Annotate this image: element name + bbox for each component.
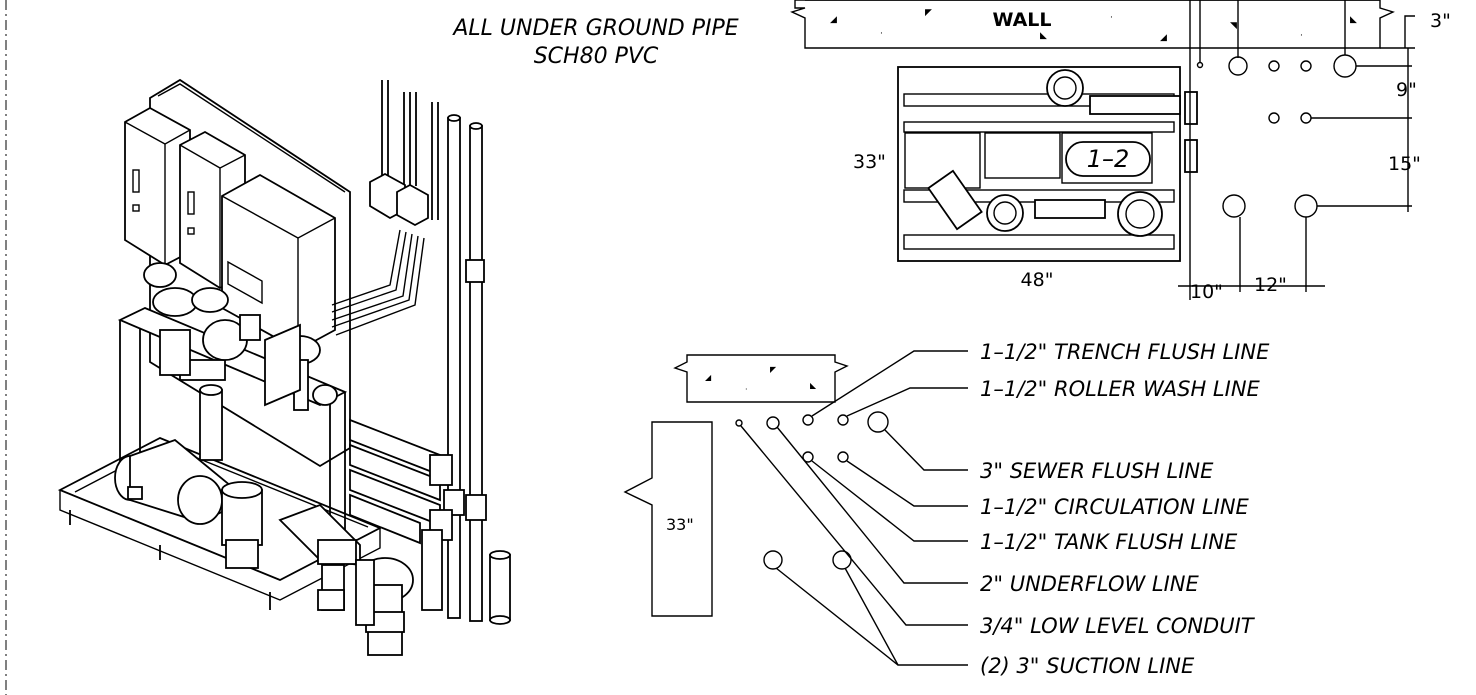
callout-tank-flush: 1–1/2" TANK FLUSH LINE <box>980 530 1238 554</box>
dim-unit-depth: 33" <box>853 151 886 173</box>
tank-section <box>623 421 713 617</box>
dim-wall-offset: 3" <box>1430 10 1451 32</box>
note-line-1: ALL UNDER GROUND PIPE <box>451 16 738 41</box>
equipment-isometric-drawing <box>57 78 511 656</box>
dim-col-2: 12" <box>1254 274 1287 296</box>
callout-circulation: 1–1/2" CIRCULATION LINE <box>980 495 1250 519</box>
dim-section-depth: 33" <box>666 515 694 534</box>
plan-view: ◢ · ◤ ◣ · ◢ ◥ · ◣ WALL 3" 1–2 33" 48" <box>790 0 1451 303</box>
unit-tag: 1–2 <box>1087 145 1130 173</box>
svg-text:·: · <box>745 385 748 394</box>
callout-suction: (2) 3" SUCTION LINE <box>980 654 1195 678</box>
dim-unit-width: 48" <box>1021 269 1054 291</box>
svg-text:◣: ◣ <box>1040 31 1047 41</box>
svg-text:·: · <box>1300 31 1303 41</box>
callout-underflow: 2" UNDERFLOW LINE <box>980 572 1200 596</box>
svg-text:◥: ◥ <box>1230 21 1237 31</box>
svg-text:·: · <box>880 29 883 39</box>
slab-section <box>673 354 849 403</box>
wall-slab <box>790 0 1395 49</box>
svg-text:◢: ◢ <box>1160 33 1167 43</box>
dim-col-1: 10" <box>1190 281 1223 303</box>
svg-text:◢: ◢ <box>830 15 837 25</box>
pipe-callout-view: ◢ · ◤ ◣ 33" <box>623 350 968 666</box>
callout-roller-wash: 1–1/2" ROLLER WASH LINE <box>980 377 1261 401</box>
dim-row-2: 15" <box>1388 153 1421 175</box>
svg-text:◣: ◣ <box>810 381 817 390</box>
svg-text:◤: ◤ <box>770 365 777 374</box>
callout-sewer-flush: 3" SEWER FLUSH LINE <box>980 459 1214 483</box>
wall-label: WALL <box>992 9 1051 31</box>
callout-low-level-conduit: 3/4" LOW LEVEL CONDUIT <box>980 614 1256 638</box>
dim-row-1: 9" <box>1396 79 1417 101</box>
note-line-2: SCH80 PVC <box>534 44 659 69</box>
callout-trench-flush: 1–1/2" TRENCH FLUSH LINE <box>980 340 1270 364</box>
svg-text:◤: ◤ <box>925 8 932 18</box>
svg-text:◢: ◢ <box>705 373 712 382</box>
svg-text:◣: ◣ <box>1350 15 1357 25</box>
svg-text:·: · <box>1110 13 1113 23</box>
